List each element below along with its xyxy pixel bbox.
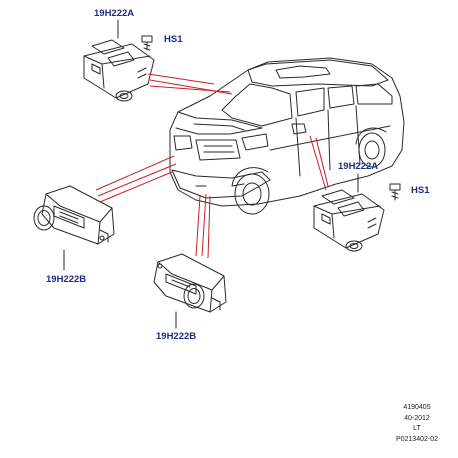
leader-line-top-c (149, 85, 231, 93)
reference-line-4: P0213402-02 (395, 435, 438, 443)
leader-line-left-a (95, 155, 175, 191)
callout-19h222b-left: 19H222B (46, 274, 87, 285)
reference-line-2: 40-2012 (404, 414, 430, 422)
callout-ticks (63, 19, 359, 329)
vehicle-roof (247, 59, 389, 87)
vehicle-sunroof (275, 65, 331, 79)
part-19h222a-top (83, 39, 155, 102)
leader-line-top-a (147, 73, 215, 85)
reference-line-3: LT (413, 425, 421, 432)
callout-19h222a-right: 19H222A (338, 161, 379, 172)
leader-line-top-b (149, 79, 233, 95)
screw-hs1-top (141, 35, 153, 51)
callout-19h222a-top: 19H222A (94, 8, 135, 19)
vehicle-wheel-arches (231, 127, 387, 187)
reference-line-1: 4190405 (403, 404, 431, 411)
leader-line-bottom-c (207, 195, 211, 259)
part-19h222b-bottom (153, 253, 227, 313)
vehicle-side-windows (295, 83, 393, 117)
vehicle-front-bumper (171, 169, 271, 199)
vehicle-bonnet-stripe (193, 123, 245, 131)
callout-hs1-right: HS1 (411, 185, 430, 196)
vehicle-body-outline (169, 57, 405, 207)
vehicle-headlight-left (241, 133, 269, 151)
vehicle-headlight-right (173, 135, 193, 151)
leader-line-bottom-a (195, 195, 201, 257)
vehicle-front-wheel (234, 173, 270, 215)
leader-line-right-b (315, 137, 329, 187)
vehicle-rear-wheel (358, 132, 386, 168)
vehicle-grille (195, 139, 241, 161)
callout-hs1-top: HS1 (164, 34, 183, 45)
screw-hs1-right (389, 183, 401, 201)
leader-line-left-b (97, 163, 177, 197)
leader-lines (95, 73, 329, 259)
part-19h222b-left (33, 185, 115, 245)
vehicle-bonnet (175, 111, 263, 135)
vehicle-rear-wheel-hub (364, 140, 380, 160)
vehicle-windscreen (221, 83, 293, 127)
leader-line-right-a (309, 135, 327, 191)
vehicle-body-line (269, 125, 391, 151)
vehicle-side-mirror (291, 123, 307, 135)
vehicle-illustration (169, 57, 405, 215)
leader-line-left-c (99, 171, 173, 203)
part-19h222a-right (313, 189, 385, 252)
leader-line-bottom-b (201, 193, 207, 257)
reference-block: 4190405 40-2012 LT P0213402-02 (396, 403, 438, 445)
vehicle-front-wheel-hub (242, 182, 262, 206)
callout-19h222b-bottom: 19H222B (156, 331, 197, 342)
